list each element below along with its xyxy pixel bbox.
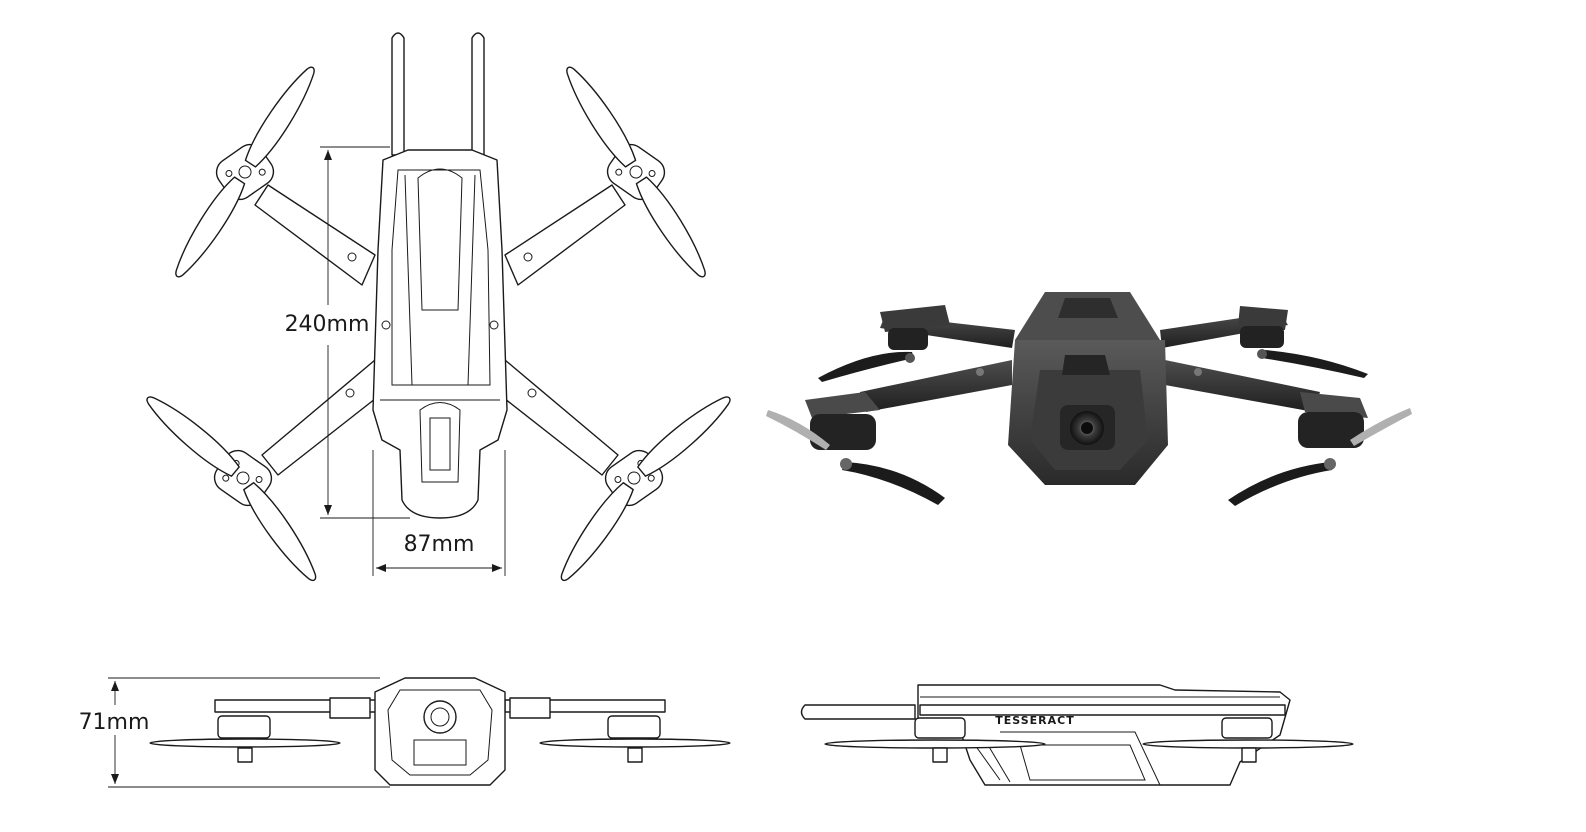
height-dimension-label: 71mm [79,710,150,735]
top-view-body [372,149,508,519]
front-view-dimension-lines [108,677,390,788]
render-body [1008,292,1168,485]
render-front-right-motor [1228,392,1412,506]
front-view-drawing: 71mm [79,677,731,788]
front-view-body [374,677,506,786]
top-view-dimension-lines [320,146,506,576]
side-view-drawing: TESSERACT [800,684,1354,786]
top-view-drawing: 240mm 87mm [139,32,738,588]
render-front-left-motor [766,392,945,505]
top-view-antennas [391,32,485,156]
render-back-right-motor [1238,306,1368,378]
render-back-left-motor [818,305,950,382]
width-dimension-label: 87mm [404,532,475,557]
brand-label: TESSERACT [995,714,1074,727]
side-view-motors [824,717,1354,763]
side-view-antenna [800,704,916,720]
top-view-arms [254,184,626,476]
drone-render [766,292,1412,506]
front-view-motors [149,715,731,763]
length-dimension-label: 240mm [285,312,370,337]
